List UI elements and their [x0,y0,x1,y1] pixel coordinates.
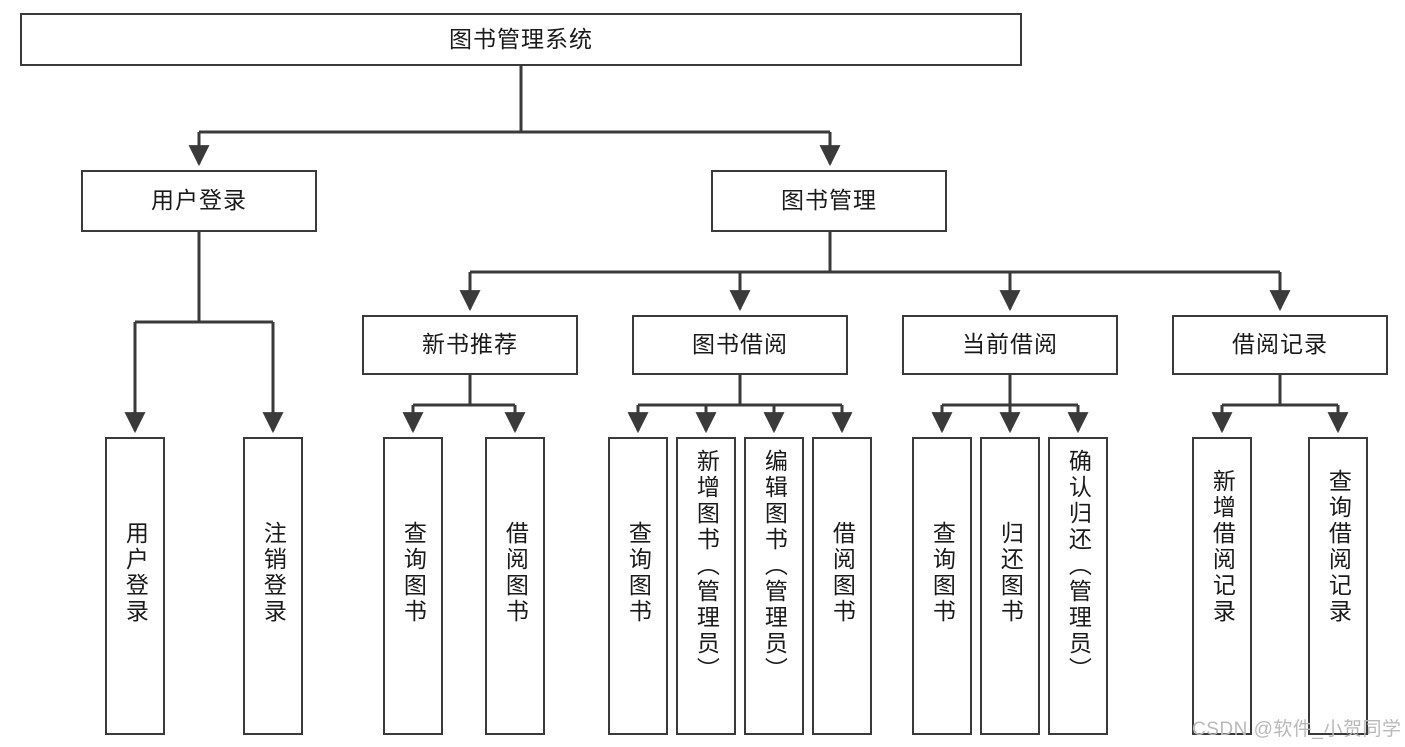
leaf-borrow-add-book-admin[interactable]: 新增图书（管理员） [676,437,736,735]
leaf-record-add-borrow-record[interactable]: 新增借阅记录 [1192,437,1252,735]
node-current-borrow[interactable]: 当前借阅 [902,315,1118,375]
node-book-borrow[interactable]: 图书借阅 [632,315,848,375]
leaf-borrow-borrow-book[interactable]: 借阅图书 [812,437,872,735]
node-book-management[interactable]: 图书管理 [711,170,947,232]
node-user-login[interactable]: 用户登录 [81,170,317,232]
leaf-recommend-borrow-book[interactable]: 借阅图书 [485,437,545,735]
leaf-current-confirm-return-admin[interactable]: 确认归还（管理员） [1048,437,1108,735]
leaf-user-login-signin[interactable]: 用户登录 [105,437,165,735]
leaf-recommend-query-book[interactable]: 查询图书 [383,437,443,735]
node-borrow-record[interactable]: 借阅记录 [1172,315,1388,375]
leaf-current-query-book[interactable]: 查询图书 [912,437,972,735]
node-root-system[interactable]: 图书管理系统 [20,13,1022,66]
leaf-current-return-book[interactable]: 归还图书 [980,437,1040,735]
leaf-record-query-borrow-record[interactable]: 查询借阅记录 [1308,437,1368,735]
watermark-text: CSDN @软件_小贺同学 [1192,719,1402,740]
leaf-borrow-query-book[interactable]: 查询图书 [608,437,668,735]
leaf-user-login-signout[interactable]: 注销登录 [243,437,303,735]
node-new-book-recommend[interactable]: 新书推荐 [362,315,578,375]
leaf-borrow-edit-book-admin[interactable]: 编辑图书（管理员） [744,437,804,735]
